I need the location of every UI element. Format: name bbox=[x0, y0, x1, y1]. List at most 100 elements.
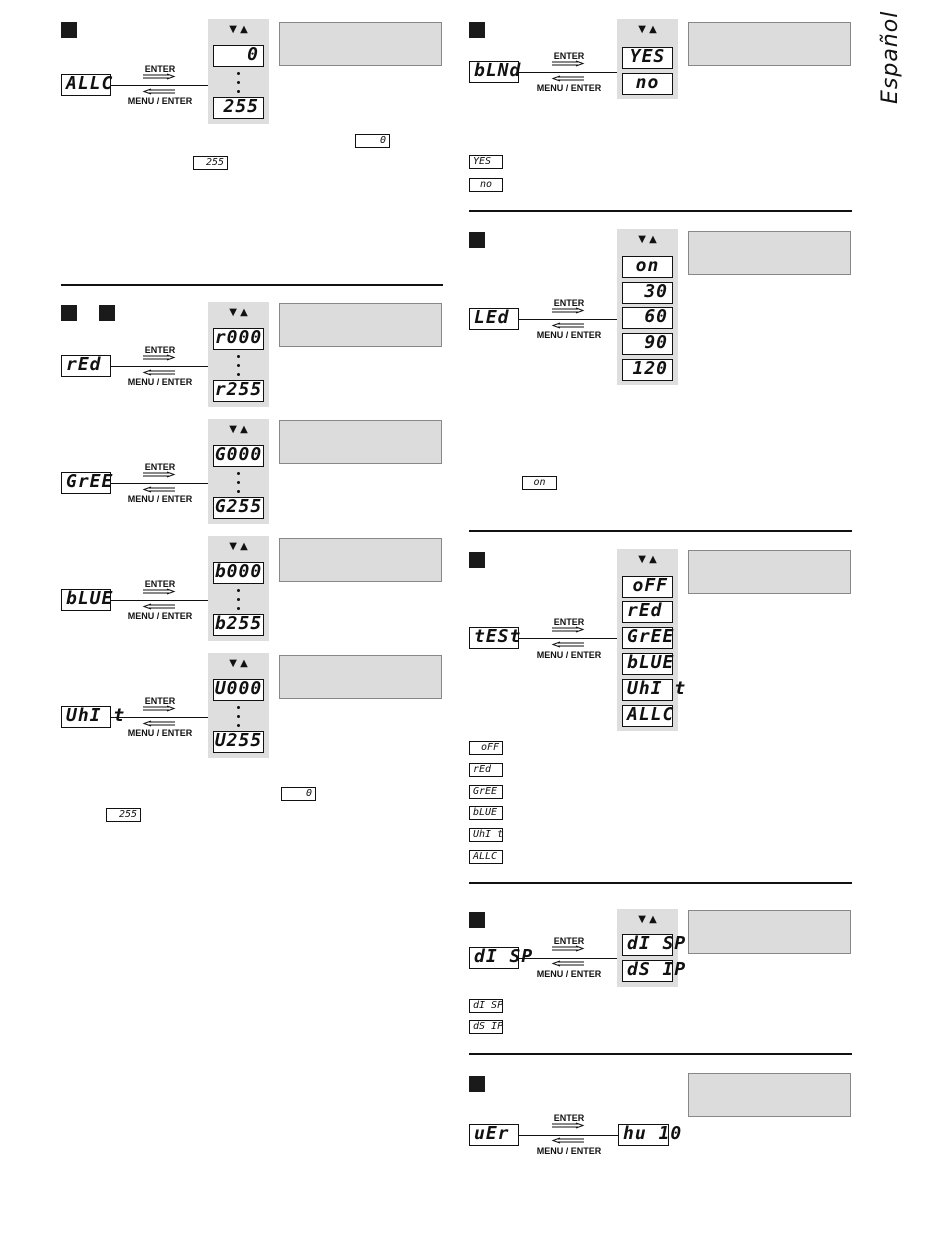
connector-line bbox=[111, 483, 210, 484]
menu-display-white: UhI t bbox=[61, 706, 124, 728]
inline-display-allc: ALLC bbox=[469, 850, 503, 864]
range-dots bbox=[237, 589, 240, 616]
inline-display-red: rEd bbox=[469, 763, 503, 777]
left-arrow-icon bbox=[142, 486, 175, 493]
value-display-top: b000 bbox=[213, 561, 264, 584]
enter-label: ENTER bbox=[144, 345, 176, 355]
section-marker bbox=[61, 305, 77, 321]
option-display-60: 60 bbox=[622, 307, 673, 329]
inline-display-off: oFF bbox=[469, 741, 503, 755]
section-divider bbox=[469, 1053, 852, 1055]
option-display-120: 120 bbox=[622, 359, 673, 381]
menu-enter-label: MENU / ENTER bbox=[127, 377, 193, 387]
option-display-yes: YES bbox=[622, 47, 673, 69]
menu-display-blind: bLNd bbox=[469, 61, 520, 83]
section-marker bbox=[469, 912, 485, 928]
note-box bbox=[279, 538, 442, 582]
right-arrow-icon bbox=[143, 471, 176, 478]
value-display-bottom: r255 bbox=[213, 379, 264, 402]
note-box bbox=[279, 420, 442, 464]
option-display-30: 30 bbox=[622, 282, 673, 304]
option-display-allc: ALLC bbox=[622, 705, 673, 727]
right-arrow-icon bbox=[143, 354, 176, 361]
enter-label: ENTER bbox=[553, 617, 585, 627]
connector-line bbox=[519, 958, 619, 959]
left-arrow-icon bbox=[142, 88, 175, 95]
language-label: Español bbox=[878, 10, 903, 104]
left-arrow-icon bbox=[142, 369, 175, 376]
inline-display-no: no bbox=[469, 178, 503, 192]
section-marker bbox=[469, 552, 485, 568]
right-arrow-icon bbox=[143, 73, 176, 80]
right-arrow-icon bbox=[552, 307, 585, 314]
menu-display-red: rEd bbox=[61, 355, 111, 377]
option-display-green: GrEE bbox=[622, 627, 673, 649]
section-marker bbox=[99, 305, 115, 321]
value-display-bottom: G255 bbox=[213, 496, 264, 519]
option-display-90: 90 bbox=[622, 333, 673, 355]
right-arrow-icon bbox=[552, 626, 585, 633]
menu-display-test: tESt bbox=[469, 627, 520, 649]
value-display-top: U000 bbox=[213, 678, 264, 701]
value-display-bottom: U255 bbox=[213, 730, 264, 753]
note-box bbox=[279, 22, 442, 66]
version-display: hu 10 bbox=[618, 1124, 681, 1146]
right-arrow-icon bbox=[552, 945, 585, 952]
enter-label: ENTER bbox=[144, 64, 176, 74]
range-dots bbox=[237, 355, 240, 382]
value-display-top: r000 bbox=[213, 327, 264, 350]
left-arrow-icon bbox=[551, 322, 584, 329]
left-arrow-icon bbox=[142, 720, 175, 727]
note-box bbox=[688, 231, 851, 275]
connector-line bbox=[111, 366, 210, 367]
note-box bbox=[688, 910, 851, 954]
option-display-off: oFF bbox=[622, 576, 673, 598]
inline-display-green: GrEE bbox=[469, 785, 503, 799]
enter-label: ENTER bbox=[144, 579, 176, 589]
note-box bbox=[279, 303, 442, 347]
option-display-red: rEd bbox=[622, 601, 673, 623]
menu-enter-label: MENU / ENTER bbox=[536, 1146, 602, 1156]
note-box bbox=[688, 22, 851, 66]
right-arrow-icon bbox=[552, 1122, 585, 1129]
enter-label: ENTER bbox=[144, 696, 176, 706]
section-marker bbox=[469, 232, 485, 248]
menu-display-blue: bLUE bbox=[61, 589, 112, 611]
range-dots bbox=[237, 472, 240, 499]
enter-label: ENTER bbox=[553, 1113, 585, 1123]
inline-display-max: 255 bbox=[193, 156, 228, 170]
menu-enter-label: MENU / ENTER bbox=[536, 83, 602, 93]
option-display-white: UhI t bbox=[622, 679, 685, 701]
note-box bbox=[688, 1073, 851, 1117]
section-marker bbox=[61, 22, 77, 38]
menu-display-allc: ALLC bbox=[61, 74, 112, 96]
arrow-keys-icon: ▼ ▲ bbox=[229, 658, 248, 669]
note-box bbox=[279, 655, 442, 699]
menu-display-led: LEd bbox=[469, 308, 519, 330]
arrow-keys-icon: ▼ ▲ bbox=[229, 24, 248, 35]
arrow-keys-icon: ▼ ▲ bbox=[229, 307, 248, 318]
value-display-bottom: b255 bbox=[213, 613, 264, 636]
section-marker bbox=[469, 1076, 485, 1092]
arrow-keys-icon: ▼ ▲ bbox=[638, 914, 657, 925]
connector-line bbox=[111, 717, 210, 718]
section-marker bbox=[469, 22, 485, 38]
section-divider bbox=[469, 210, 852, 212]
option-display-disp: dI SP bbox=[622, 934, 685, 956]
menu-display-disp: dI SP bbox=[469, 947, 532, 969]
value-display-bottom: 255 bbox=[213, 97, 264, 119]
arrow-keys-icon: ▼ ▲ bbox=[229, 541, 248, 552]
value-display-top: 0 bbox=[213, 45, 264, 67]
section-divider bbox=[469, 530, 852, 532]
right-arrow-icon bbox=[143, 705, 176, 712]
menu-enter-label: MENU / ENTER bbox=[536, 650, 602, 660]
connector-line bbox=[111, 600, 210, 601]
menu-display-version: uEr bbox=[469, 1124, 519, 1146]
option-display-dsip: dS IP bbox=[622, 960, 685, 982]
value-display-top: G000 bbox=[213, 444, 264, 467]
menu-enter-label: MENU / ENTER bbox=[536, 330, 602, 340]
menu-enter-label: MENU / ENTER bbox=[127, 728, 193, 738]
option-display-blue: bLUE bbox=[622, 653, 673, 675]
arrow-keys-icon: ▼ ▲ bbox=[638, 234, 657, 245]
left-arrow-icon bbox=[551, 960, 584, 967]
